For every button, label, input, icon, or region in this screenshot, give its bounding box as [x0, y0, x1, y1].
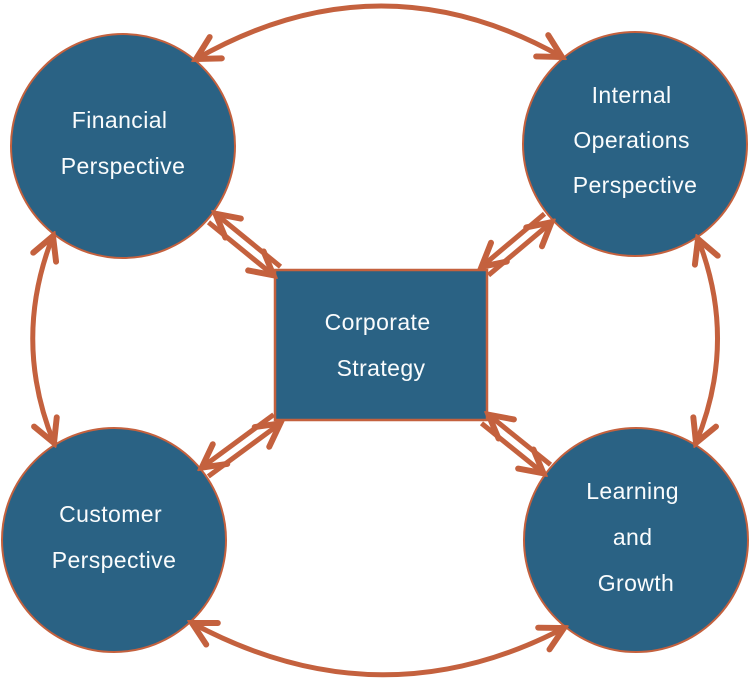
arrow-financial-customer	[33, 236, 54, 443]
label-line: Growth	[598, 570, 675, 596]
arrow-internal-learning	[696, 239, 718, 443]
arrow-corporate-to-learning	[479, 421, 544, 473]
arrow-internal-to-corporate	[482, 211, 547, 267]
label-layer: Financial Perspective Internal Operation…	[52, 82, 698, 596]
arrow-financial-to-corporate	[206, 220, 274, 275]
customer-perspective-label: Customer Perspective	[52, 501, 177, 573]
internal-operations-label: Internal Operations Perspective	[573, 82, 698, 198]
financial-perspective-circle	[10, 33, 236, 259]
label-line: Perspective	[61, 153, 186, 179]
arrow-learning-to-corporate	[489, 415, 553, 467]
node-layer	[1, 31, 749, 653]
arrow-layer	[33, 3, 718, 678]
label-line: Internal	[592, 82, 672, 108]
corporate-strategy-box	[273, 268, 489, 422]
arrow-customer-learning	[192, 623, 564, 678]
learning-growth-circle	[523, 427, 749, 653]
arrow-corporate-to-financial	[216, 214, 283, 269]
label-line: Financial	[72, 107, 168, 133]
label-line: Perspective	[52, 547, 177, 573]
label-line: Customer	[59, 501, 162, 527]
corporate-strategy-label: Corporate Strategy	[325, 309, 438, 381]
arrow-customer-to-corporate	[206, 423, 280, 479]
label-line: and	[613, 524, 653, 550]
label-line: Corporate	[325, 309, 431, 335]
label-line: Strategy	[337, 355, 426, 381]
arrow-corporate-to-customer	[202, 412, 276, 468]
label-line: Learning	[586, 478, 679, 504]
arrow-financial-internal	[196, 3, 562, 59]
financial-perspective-label: Financial Perspective	[61, 107, 186, 179]
internal-operations-circle	[522, 31, 748, 257]
customer-perspective-circle	[1, 427, 227, 653]
label-line: Operations	[573, 127, 690, 153]
learning-growth-label: Learning and Growth	[586, 478, 686, 596]
arrow-corporate-to-internal	[486, 222, 552, 278]
label-line: Perspective	[573, 172, 698, 198]
